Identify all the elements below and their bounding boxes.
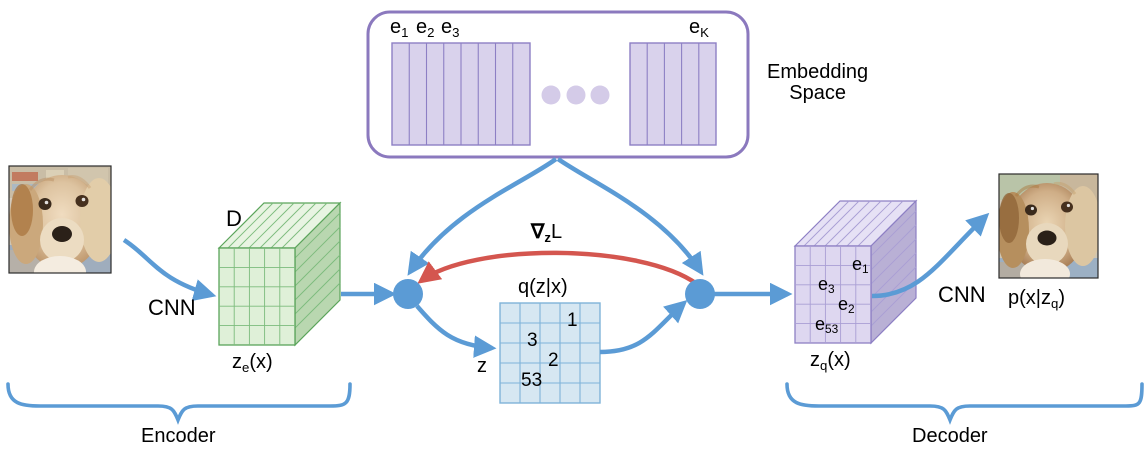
latent-cell-value-2: 2 bbox=[548, 350, 559, 371]
encoder-brace-label: Encoder bbox=[141, 425, 216, 447]
posterior-label: q(z|x) bbox=[518, 276, 568, 298]
latent-code-grid bbox=[499, 302, 601, 404]
cnn-label-decoder: CNN bbox=[938, 282, 986, 307]
latent-z-label: z bbox=[477, 355, 487, 377]
codebook-label-e2: e2 bbox=[416, 16, 435, 40]
codebook-block-left bbox=[391, 42, 531, 146]
arrow-codebook-to-dequantizer bbox=[556, 157, 704, 276]
quantizer-node-left bbox=[393, 279, 423, 309]
embedding-space-caption-line1: Embedding bbox=[767, 61, 869, 83]
codebook-label-ek: eK bbox=[689, 16, 709, 40]
decoder-cell-label-e1: e1 bbox=[852, 254, 869, 277]
arrow-gradient-backprop bbox=[417, 250, 699, 286]
cnn-label-encoder: CNN bbox=[148, 295, 196, 320]
decoder-brace bbox=[785, 382, 1144, 425]
input-image-artwork bbox=[9, 166, 111, 273]
arrow-decoder-to-output bbox=[871, 212, 990, 299]
codebook-label-e3: e3 bbox=[441, 16, 460, 40]
encoder-output-label: ze(x) bbox=[232, 351, 273, 375]
latent-cell-value-3: 3 bbox=[527, 330, 538, 351]
input-image-frame bbox=[8, 165, 112, 274]
embedding-space-caption-line2: Space bbox=[789, 82, 846, 104]
encoder-depth-label-d: D bbox=[226, 206, 242, 231]
decoder-input-label: zq(x) bbox=[810, 349, 851, 373]
latent-cell-value-53: 53 bbox=[521, 370, 543, 391]
arrow-input-to-encoder bbox=[122, 238, 217, 302]
decoder-cell-label-e3: e3 bbox=[818, 274, 835, 297]
output-image-frame bbox=[998, 173, 1099, 279]
encoder-brace bbox=[6, 382, 352, 425]
arrow-quantizer-to-latent bbox=[415, 304, 497, 358]
decoder-quantized-cube bbox=[793, 199, 918, 345]
gradient-label: ∇zL bbox=[531, 221, 563, 245]
encoder-feature-cube bbox=[217, 201, 342, 347]
decoder-cell-label-e53: e53 bbox=[815, 314, 839, 337]
codebook-ellipsis-dots bbox=[541, 85, 610, 105]
arrow-codebook-to-quantizer bbox=[407, 157, 558, 276]
latent-cell-value-1: 1 bbox=[567, 310, 578, 331]
codebook-label-e1: e1 bbox=[390, 16, 409, 40]
likelihood-label: p(x|zq) bbox=[1008, 287, 1065, 311]
decoder-brace-label: Decoder bbox=[912, 425, 988, 447]
quantizer-node-right bbox=[685, 279, 715, 309]
codebook-block-right bbox=[629, 42, 717, 146]
decoder-cell-label-e2: e2 bbox=[838, 294, 855, 317]
output-image-artwork bbox=[999, 174, 1098, 278]
arrow-latent-to-dequantizer bbox=[599, 299, 688, 355]
embedding-space-caption: Embedding Space bbox=[767, 62, 868, 104]
